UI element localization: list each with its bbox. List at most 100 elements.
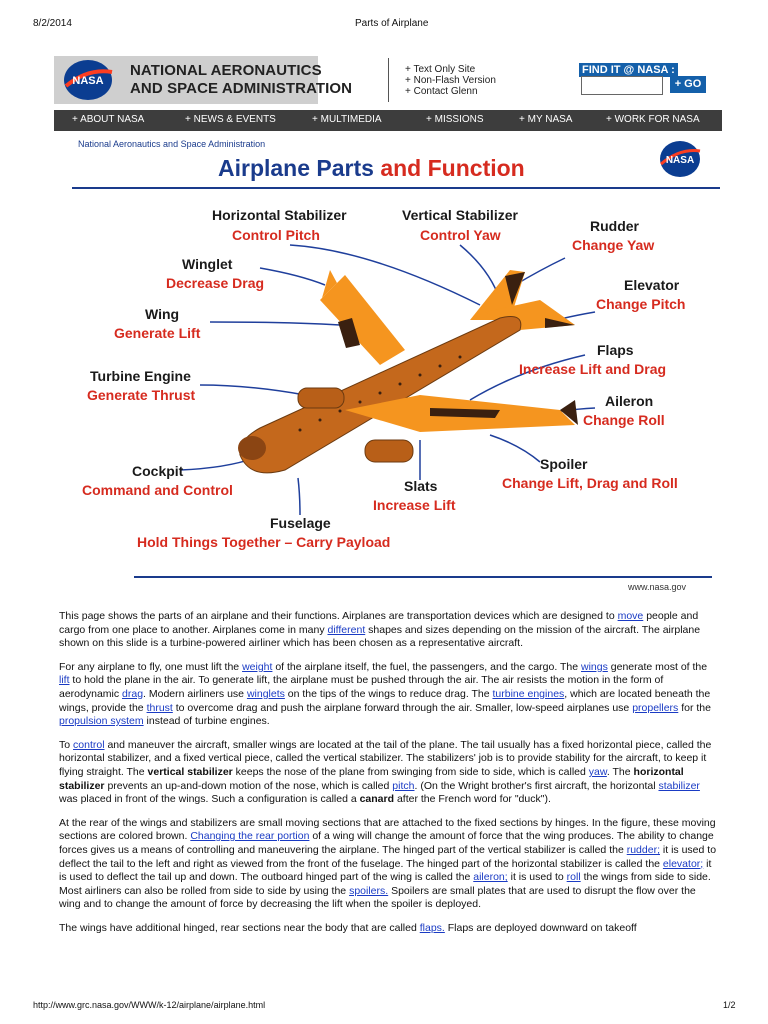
- article-body: This page shows the parts of an airplane…: [59, 610, 719, 945]
- label-vertical-stabilizer: Vertical Stabilizer: [402, 207, 518, 223]
- nav-missions[interactable]: + MISSIONS: [426, 114, 484, 125]
- text-run: it is used to deflect the tail up and do…: [59, 857, 712, 884]
- label-slats: Slats: [404, 478, 438, 494]
- inline-link[interactable]: flaps.: [419, 921, 445, 934]
- label-spoiler: Spoiler: [540, 456, 588, 472]
- text-run: to hold the plane in the air. To generat…: [59, 674, 664, 700]
- near-engine: [364, 439, 414, 463]
- text-run: . (On the Wright brother's first aircraf…: [414, 779, 659, 792]
- svg-text:NASA: NASA: [666, 155, 694, 166]
- text-only-link[interactable]: + Text Only Site: [405, 64, 476, 75]
- far-wing-spoiler: [338, 318, 360, 348]
- paragraph: At the rear of the wings and stabilizers…: [59, 817, 719, 912]
- agency-line-2: AND SPACE ADMINISTRATION: [130, 80, 353, 97]
- inline-link[interactable]: wings: [581, 660, 608, 673]
- func-spoiler: Change Lift, Drag and Roll: [502, 475, 678, 491]
- func-horizontal-stabilizer: Control Pitch: [232, 227, 320, 243]
- inline-link[interactable]: rudder;: [626, 843, 660, 856]
- text-run: it is used to: [507, 871, 567, 884]
- func-rudder: Change Yaw: [572, 237, 655, 253]
- nav-work-for-nasa[interactable]: + WORK FOR NASA: [606, 114, 700, 125]
- label-horizontal-stabilizer: Horizontal Stabilizer: [212, 207, 347, 223]
- diagram-rule-bottom: [134, 576, 712, 578]
- rudder-shape: [505, 272, 525, 305]
- text-run: and maneuver the aircraft, smaller wings…: [59, 738, 712, 778]
- inline-link[interactable]: stabilizer: [658, 779, 700, 792]
- text-run: of a wing will change the amount of forc…: [59, 830, 714, 856]
- inline-link[interactable]: elevator;: [662, 857, 704, 870]
- inline-link[interactable]: yaw: [588, 765, 607, 778]
- text-run: shapes and sizes depending on the missio…: [59, 623, 701, 650]
- print-footer-url: http://www.grc.nasa.gov/WWW/k-12/airplan…: [33, 1000, 266, 1010]
- text-run: keeps the nose of the plane from swingin…: [232, 765, 589, 778]
- text-run: For any airplane to fly, one must lift t…: [59, 660, 243, 673]
- func-wing: Generate Lift: [114, 325, 201, 341]
- inline-link[interactable]: Changing the rear portion: [190, 830, 310, 843]
- nav-multimedia[interactable]: + MULTIMEDIA: [312, 114, 382, 125]
- label-wing: Wing: [145, 306, 180, 322]
- diagram-agency: National Aeronautics and Space Administr…: [78, 139, 266, 149]
- inline-link[interactable]: move: [617, 610, 644, 622]
- agency-line-1: NATIONAL AERONAUTICS: [130, 62, 322, 79]
- inline-link[interactable]: pitch: [392, 779, 415, 792]
- inline-link[interactable]: roll: [566, 871, 581, 884]
- text-run: instead of turbine engines.: [143, 715, 270, 728]
- inline-link[interactable]: propulsion system: [59, 715, 144, 728]
- inline-link[interactable]: turbine engines: [492, 687, 565, 700]
- banner-divider: [388, 58, 389, 102]
- diagram-title: Airplane Parts and Function: [218, 155, 525, 182]
- nav-my-nasa[interactable]: + MY NASA: [519, 114, 573, 125]
- far-winglet: [322, 270, 337, 298]
- text-run: This page shows the parts of an airplane…: [59, 610, 618, 622]
- print-title: Parts of Airplane: [355, 18, 429, 29]
- paragraph: To control and maneuver the aircraft, sm…: [59, 739, 719, 807]
- text-run: people and cargo from one place to anoth…: [59, 610, 699, 636]
- nav-news-events[interactable]: + NEWS & EVENTS: [185, 114, 276, 125]
- text-run: prevents an up-and-down motion of the no…: [104, 779, 393, 792]
- nasa-logo[interactable]: NASA: [62, 58, 114, 102]
- func-slats: Increase Lift: [373, 497, 456, 513]
- inline-link[interactable]: thrust: [146, 701, 173, 714]
- inline-link[interactable]: winglets: [246, 687, 285, 700]
- bold-term: vertical stabilizer: [147, 765, 233, 778]
- find-it-label: FIND IT @ NASA :: [579, 63, 678, 77]
- title-part-1: Airplane Parts: [218, 155, 381, 181]
- func-vertical-stabilizer: Control Yaw: [420, 227, 501, 243]
- inline-link[interactable]: drag: [122, 687, 144, 700]
- svg-text:NASA: NASA: [72, 75, 103, 87]
- search-input[interactable]: [581, 76, 663, 95]
- text-run: it is used to deflect the tail to the le…: [59, 843, 717, 870]
- nasa-logo-small: NASA: [660, 141, 701, 177]
- label-aileron: Aileron: [605, 393, 654, 409]
- text-run: Flaps are deployed downward on takeoff: [444, 921, 637, 934]
- inline-link[interactable]: propellers: [632, 701, 679, 714]
- go-button[interactable]: + GO: [670, 76, 706, 93]
- inline-link[interactable]: spoilers.: [349, 884, 389, 897]
- print-date: 8/2/2014: [33, 18, 72, 29]
- inline-link[interactable]: aileron;: [473, 871, 508, 884]
- label-fuselage: Fuselage: [270, 515, 331, 531]
- text-run: . Modern airliners use: [143, 687, 247, 700]
- non-flash-link[interactable]: + Non-Flash Version: [405, 75, 496, 86]
- far-wing: [320, 275, 405, 365]
- cockpit-shape: [238, 436, 266, 460]
- inline-link[interactable]: lift: [59, 674, 70, 687]
- find-it-box: FIND IT @ NASA :: [579, 60, 678, 78]
- text-run: , which are located beneath the wings, p…: [59, 687, 711, 714]
- label-cockpit: Cockpit: [132, 463, 184, 479]
- func-flaps: Increase Lift and Drag: [519, 361, 667, 377]
- far-engine: [297, 387, 345, 409]
- airplane-illustration: [179, 244, 596, 516]
- text-run: was placed in front of the wings. Such a…: [59, 793, 360, 806]
- func-elevator: Change Pitch: [596, 296, 686, 312]
- elevator-shape: [545, 318, 575, 328]
- text-run: The wings have additional hinged, rear s…: [59, 921, 420, 934]
- nav-about-nasa[interactable]: + ABOUT NASA: [72, 114, 145, 125]
- contact-glenn-link[interactable]: + Contact Glenn: [405, 86, 478, 97]
- inline-link[interactable]: weight: [242, 660, 273, 673]
- text-run: the wings from side to side. Most airlin…: [59, 871, 711, 897]
- inline-link[interactable]: different: [327, 623, 366, 636]
- inline-link[interactable]: control: [73, 738, 105, 751]
- text-run: To: [59, 738, 74, 751]
- paragraph: This page shows the parts of an airplane…: [59, 610, 719, 651]
